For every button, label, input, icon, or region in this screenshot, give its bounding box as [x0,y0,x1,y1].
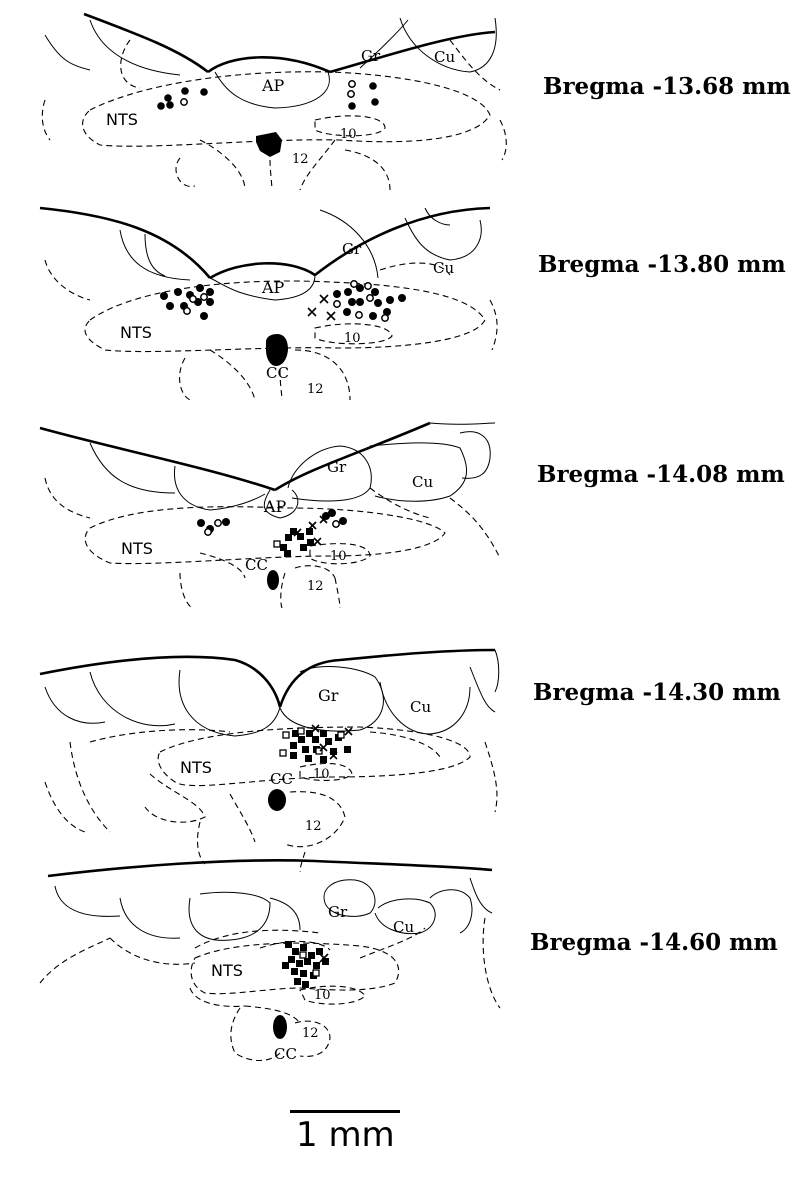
section-2-outline: AP Gr Cu NTS 10 CC 12 [39,206,498,401]
central-canal-shape [268,789,286,811]
ap-label: AP [261,76,285,95]
gr-label: Gr [361,47,381,65]
section-5-markers [282,941,329,988]
gr-label: Gr [328,903,348,921]
hypoglossal-nucleus-label: 12 [292,152,309,167]
gr-label: Gr [318,686,339,705]
central-canal-shape [256,132,282,157]
ap-label: AP [263,497,287,516]
section-5-outline: Gr Cu NTS 10 12 CC [39,859,501,1063]
section-2-markers [160,280,406,322]
hypoglossal-nucleus-label: 12 [302,1026,319,1041]
section-1-diagram: AP Gr Cu NTS 10 12 [30,10,510,195]
section-4-diagram: Gr Cu NTS 10 CC 12 [30,632,510,873]
nts-label: NTS [120,323,152,342]
section-5-diagram: Gr Cu NTS 10 12 CC [30,858,510,1068]
nts-label: NTS [211,961,243,980]
cu-label: Cu [433,259,454,277]
central-canal-label: CC [270,770,293,788]
bregma-label-4: Bregma -14.30 mm [533,679,781,706]
central-canal-label: CC [274,1045,297,1063]
ap-label: AP [261,278,285,297]
hypoglossal-nucleus-label: 12 [307,382,324,397]
central-canal-shape [273,1015,287,1039]
bregma-label-3: Bregma -14.08 mm [537,461,785,488]
section-2-diagram: AP Gr Cu NTS 10 CC 12 [30,200,510,405]
cu-label: Cu [412,473,433,491]
vagal-nucleus-label: 10 [314,988,331,1003]
hypoglossal-nucleus-label: 12 [307,579,324,594]
vagal-nucleus-label: 10 [313,767,330,782]
central-canal-shape [267,570,279,590]
section-3-diagram: AP Gr Cu NTS 10 CC 12 [30,408,510,609]
bregma-label-2: Bregma -13.80 mm [538,251,786,278]
central-canal-label: CC [266,364,289,382]
section-1-markers [157,80,379,110]
central-canal-label: CC [245,556,268,574]
bregma-label-1: Bregma -13.68 mm [543,73,791,100]
vagal-nucleus-label: 10 [344,331,361,346]
gr-label: Gr [327,458,347,476]
nts-label: NTS [121,539,153,558]
gr-label: Gr [342,240,362,258]
vagal-nucleus-label: 10 [330,549,347,564]
section-4-outline: Gr Cu NTS 10 CC 12 [39,648,500,873]
hypoglossal-nucleus-label: 12 [305,819,322,834]
section-4-markers [279,724,353,763]
nts-label: NTS [106,110,138,129]
cu-label: Cu [393,918,414,936]
vagal-nucleus-label: 10 [340,127,357,142]
cu-label: Cu [410,698,431,716]
scale-bar [290,1110,400,1113]
nts-label: NTS [180,758,212,777]
section-3-outline: AP Gr Cu NTS 10 CC 12 [39,421,501,609]
cu-label: Cu [434,48,455,66]
bregma-label-5: Bregma -14.60 mm [530,929,778,956]
section-1-outline: AP Gr Cu NTS 10 12 [41,12,507,191]
scale-bar-label: 1 mm [296,1115,395,1155]
section-3-markers [197,509,347,557]
central-canal-shape [266,334,288,366]
